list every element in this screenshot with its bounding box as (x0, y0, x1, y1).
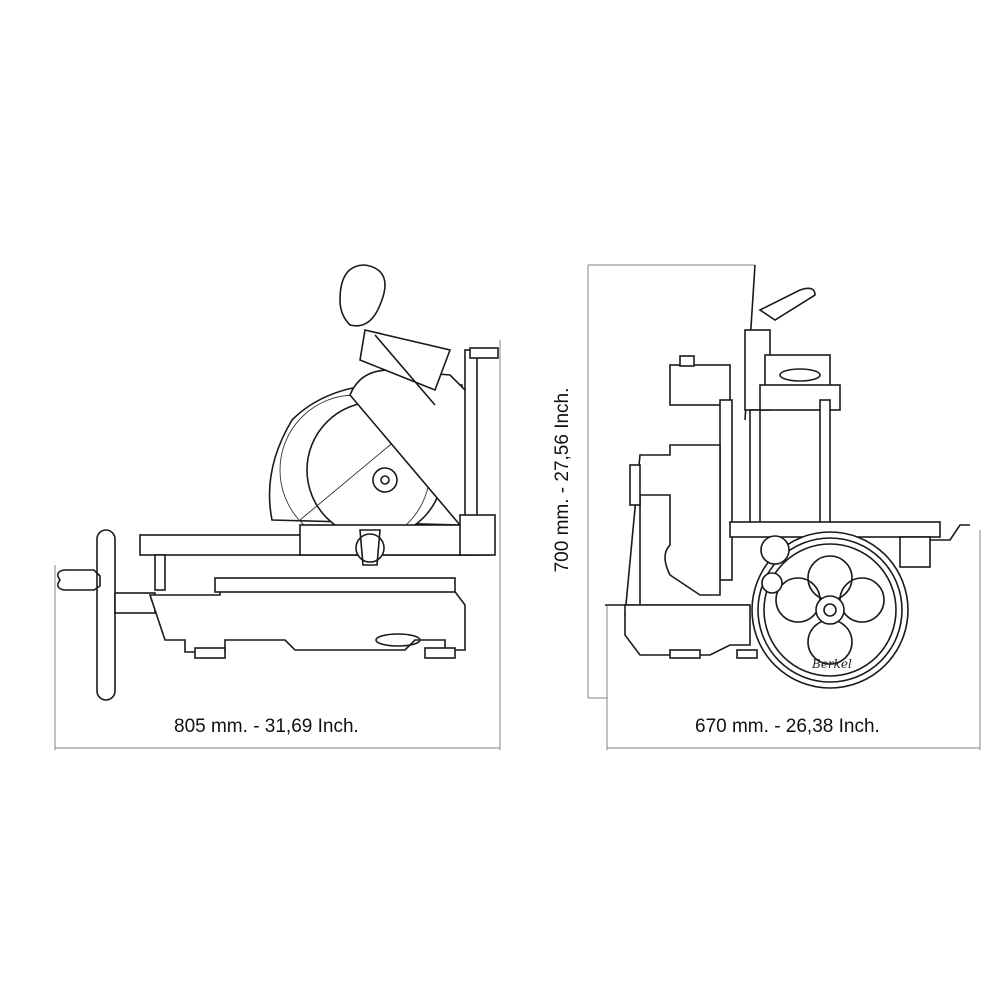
front-view-height-label: 700 mm. - 27,56 Inch. (552, 387, 573, 573)
logo: Berkel (811, 657, 852, 671)
side-view-width-label: 805 mm. - 31,69 Inch. (174, 716, 359, 737)
side-view-dimension-lines (54, 340, 501, 750)
front-view-width-label: 670 mm. - 26,38 Inch. (695, 716, 880, 737)
front-view-dimension-lines (587, 264, 981, 750)
slicer-side-view (56, 264, 499, 701)
slicer-front-view: Berkel (605, 264, 970, 689)
